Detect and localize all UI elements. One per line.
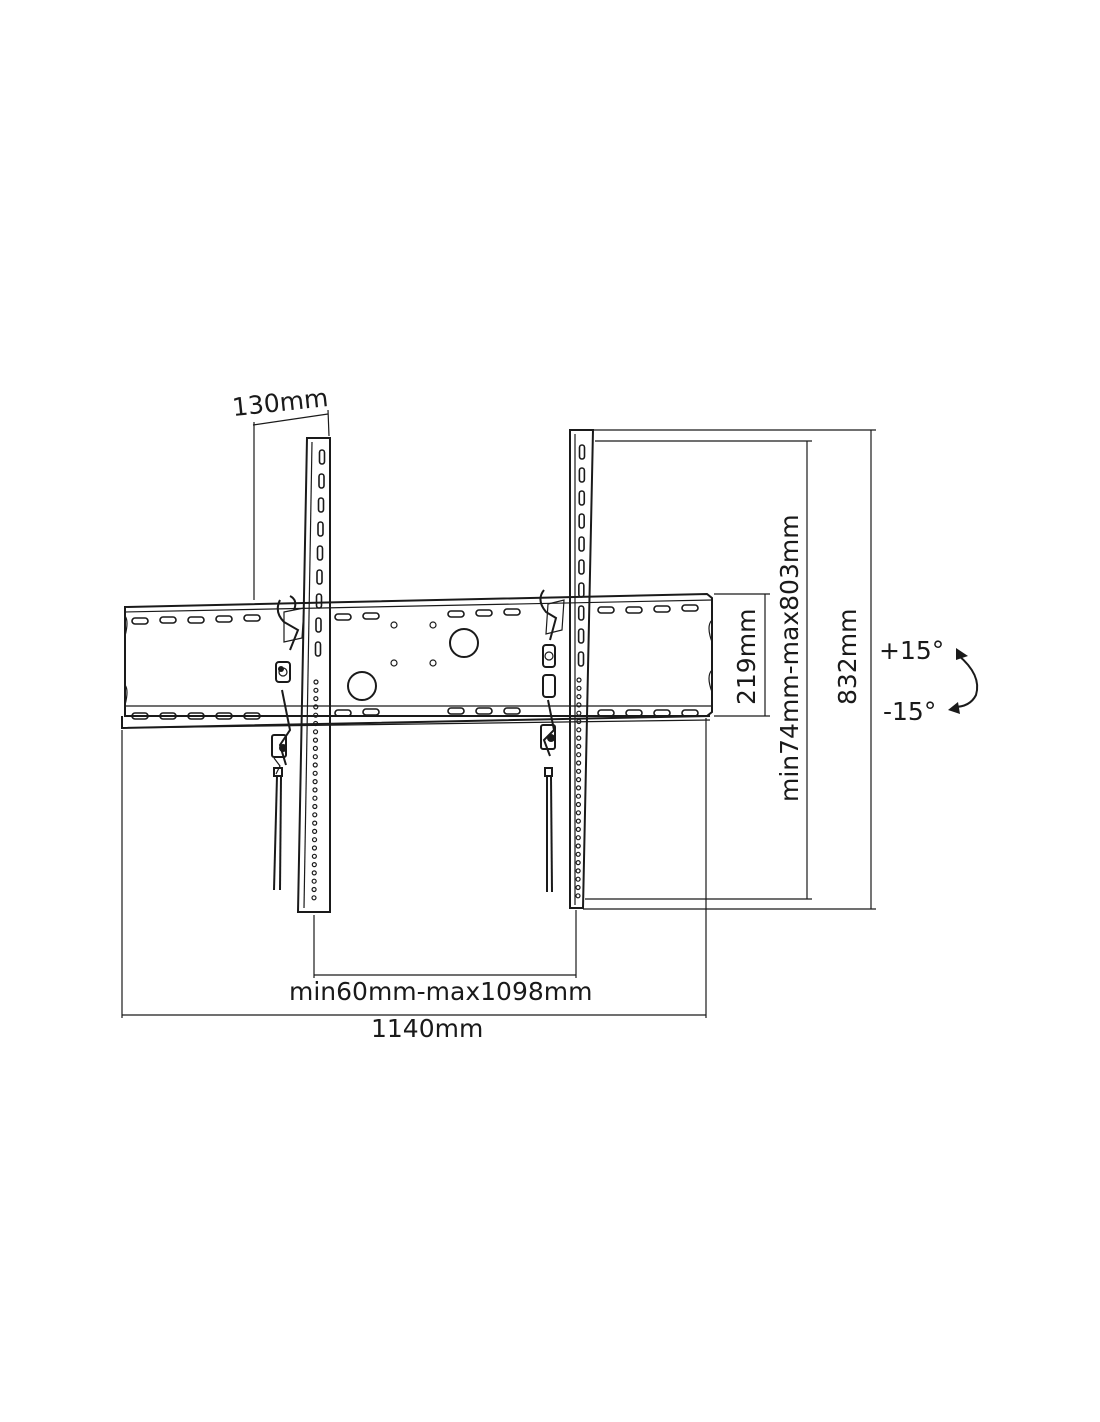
- arm-hole: [312, 828, 318, 835]
- overall-height-dimension: [583, 429, 876, 910]
- arm-hole: [312, 787, 318, 793]
- arm-hole: [312, 762, 318, 768]
- overall-width-dimension: [121, 718, 707, 1018]
- arm-hole: [575, 810, 581, 816]
- left-bracket-hook: [271, 595, 305, 891]
- arm-slot: [578, 467, 586, 483]
- arm-hole: [575, 884, 581, 891]
- arm-hole: [576, 718, 582, 725]
- arm-slot: [578, 513, 585, 529]
- arm-hole: [311, 895, 317, 901]
- arm-hole: [312, 820, 318, 826]
- arm-hole: [313, 695, 319, 702]
- arm-slot: [577, 605, 585, 621]
- overall-height-label: 832mm: [833, 609, 862, 705]
- arm-hole: [311, 861, 317, 868]
- arm-slot: [316, 545, 324, 561]
- arm-hole: [311, 845, 318, 851]
- hole-spacing-vertical-dimension: [585, 440, 812, 900]
- arm-hole: [576, 685, 582, 691]
- wall-plate: [121, 592, 713, 730]
- arm-hole: [575, 835, 581, 841]
- arm-hole: [576, 743, 582, 750]
- arm-slot: [578, 582, 585, 598]
- hole-spacing-horizontal-label: min60mm-max1098mm: [289, 977, 592, 1006]
- arm-slot: [577, 628, 585, 644]
- arm-hole: [312, 812, 318, 818]
- hole-spacing-horizontal-dimension: [313, 910, 577, 978]
- arm-hole: [312, 778, 318, 785]
- arm-hole: [576, 752, 582, 758]
- plate-height-dimension: [714, 593, 770, 717]
- arm-hole: [575, 843, 581, 849]
- arm-hole: [575, 859, 581, 866]
- center-holes: [347, 621, 479, 701]
- arm-hole: [312, 754, 318, 760]
- arm-slot: [314, 641, 322, 657]
- arm-hole: [311, 886, 317, 893]
- plate-height-label: 219mm: [732, 609, 761, 705]
- depth-dimension: [252, 409, 330, 600]
- arm-slot: [315, 593, 323, 609]
- arm-hole: [575, 818, 581, 824]
- arm-hole: [311, 853, 317, 859]
- arm-hole: [576, 760, 582, 766]
- arm-slot: [578, 490, 586, 506]
- arm-hole: [313, 679, 319, 685]
- arm-hole: [312, 737, 319, 743]
- rail-slots-top: [131, 604, 699, 625]
- arm-hole: [313, 712, 319, 718]
- arm-hole: [313, 687, 319, 693]
- arm-hole: [313, 720, 319, 727]
- tilt-down-label: -15°: [883, 697, 936, 726]
- arm-slot: [315, 617, 322, 633]
- arm-hole: [311, 878, 317, 884]
- arm-hole: [575, 826, 581, 833]
- arm-hole: [575, 793, 582, 799]
- arm-slot: [318, 449, 326, 465]
- arm-hole: [576, 693, 582, 700]
- overall-width-label: 1140mm: [371, 1014, 483, 1043]
- arm-hole: [575, 776, 582, 783]
- arm-hole: [311, 870, 317, 876]
- arm-slot: [578, 444, 586, 460]
- arm-hole: [575, 801, 582, 808]
- arm-hole: [575, 768, 582, 774]
- right-vertical-arm: [569, 429, 595, 909]
- arm-hole: [575, 868, 581, 874]
- arm-hole: [312, 803, 318, 810]
- arm-hole: [576, 677, 582, 683]
- hole-spacing-vertical-label: min74mm-max803mm: [775, 514, 804, 802]
- arm-slot: [577, 651, 585, 667]
- arm-hole: [575, 785, 582, 791]
- tilt-arrow-icon: [948, 648, 979, 714]
- left-vertical-arm: [296, 437, 331, 913]
- arm-hole: [576, 702, 582, 708]
- arm-hole: [575, 893, 581, 899]
- arm-hole: [575, 851, 581, 857]
- arm-hole: [312, 745, 318, 752]
- arm-slot: [318, 473, 325, 489]
- arm-slot: [317, 521, 324, 537]
- arm-hole: [311, 837, 318, 843]
- arm-hole: [575, 876, 581, 882]
- arm-slot: [317, 497, 325, 513]
- rail-slots-bottom: [131, 707, 699, 720]
- tilt-up-label: +15°: [879, 636, 944, 665]
- arm-slot: [316, 569, 323, 585]
- arm-hole: [312, 729, 319, 735]
- arm-slot: [578, 536, 585, 552]
- arm-hole: [576, 710, 582, 716]
- arm-hole: [576, 727, 582, 733]
- arm-hole: [313, 704, 319, 710]
- arm-hole: [312, 770, 318, 776]
- arm-slot: [578, 559, 585, 575]
- arm-hole: [312, 795, 318, 801]
- arm-hole: [576, 735, 582, 741]
- right-bracket-hook: [539, 589, 565, 893]
